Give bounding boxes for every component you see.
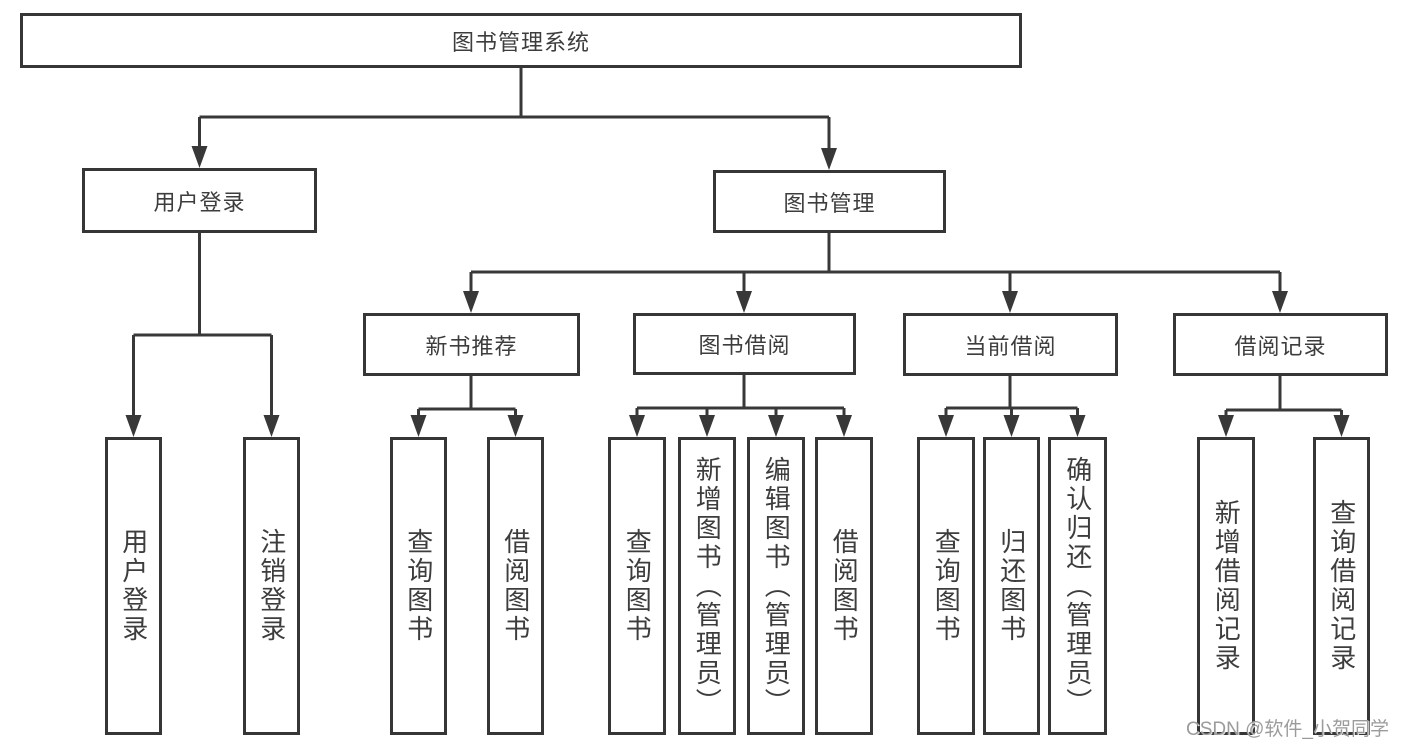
node-book-borrowing: 图书借阅 bbox=[633, 313, 856, 375]
node-new-book-recommend: 新书推荐 bbox=[363, 313, 580, 376]
leaf-query-books-recommend-label: 查询图书 bbox=[403, 528, 434, 644]
leaf-add-book-admin: 新增图书（管理员） bbox=[678, 437, 736, 735]
leaf-query-books-borrow: 查询图书 bbox=[608, 437, 666, 735]
leaf-query-borrow-record-label: 查询借阅记录 bbox=[1326, 499, 1357, 673]
node-library-system: 图书管理系统 bbox=[20, 13, 1022, 68]
leaf-edit-book-admin: 编辑图书（管理员） bbox=[747, 437, 805, 735]
leaf-borrow-books-recommend: 借阅图书 bbox=[487, 437, 544, 735]
leaf-borrow-books-borrow-label: 借阅图书 bbox=[829, 528, 860, 644]
leaf-add-borrow-record-label: 新增借阅记录 bbox=[1211, 499, 1242, 673]
leaf-borrow-books-borrow: 借阅图书 bbox=[815, 437, 873, 735]
leaf-query-books-current-label: 查询图书 bbox=[931, 528, 962, 644]
leaf-query-books-recommend: 查询图书 bbox=[390, 437, 447, 735]
leaf-query-borrow-record: 查询借阅记录 bbox=[1313, 437, 1370, 735]
node-library-system-label: 图书管理系统 bbox=[451, 29, 590, 55]
leaf-user-login-label: 用户登录 bbox=[118, 528, 149, 644]
node-book-management-label: 图书管理 bbox=[783, 190, 876, 216]
node-new-book-recommend-label: 新书推荐 bbox=[425, 333, 518, 359]
node-borrowing-records-label: 借阅记录 bbox=[1234, 333, 1327, 359]
leaf-user-login: 用户登录 bbox=[105, 437, 162, 735]
leaf-return-books: 归还图书 bbox=[983, 437, 1040, 735]
leaf-add-borrow-record: 新增借阅记录 bbox=[1197, 437, 1255, 735]
node-user-login-label: 用户登录 bbox=[153, 189, 246, 215]
leaf-edit-book-admin-label: 编辑图书（管理员） bbox=[761, 455, 792, 717]
leaf-logout-label: 注销登录 bbox=[256, 528, 287, 644]
leaf-confirm-return-admin-label: 确认归还（管理员） bbox=[1062, 455, 1093, 717]
node-borrowing-records: 借阅记录 bbox=[1173, 313, 1388, 376]
leaf-confirm-return-admin: 确认归还（管理员） bbox=[1048, 437, 1107, 735]
leaf-add-book-admin-label: 新增图书（管理员） bbox=[692, 455, 723, 717]
leaf-query-books-current: 查询图书 bbox=[917, 437, 975, 735]
node-current-borrowing: 当前借阅 bbox=[903, 313, 1118, 376]
node-book-borrowing-label: 图书借阅 bbox=[698, 333, 791, 358]
leaf-query-books-borrow-label: 查询图书 bbox=[622, 528, 653, 644]
leaf-return-books-label: 归还图书 bbox=[996, 528, 1027, 644]
csdn-watermark: CSDN @软件_小贺同学 bbox=[1186, 719, 1389, 740]
node-book-management: 图书管理 bbox=[713, 170, 946, 233]
node-user-login: 用户登录 bbox=[82, 168, 317, 233]
node-current-borrowing-label: 当前借阅 bbox=[964, 333, 1057, 359]
leaf-borrow-books-recommend-label: 借阅图书 bbox=[500, 528, 531, 644]
leaf-logout: 注销登录 bbox=[243, 437, 300, 735]
arrowheads bbox=[125, 146, 1350, 437]
connector-segments bbox=[132, 68, 1343, 420]
